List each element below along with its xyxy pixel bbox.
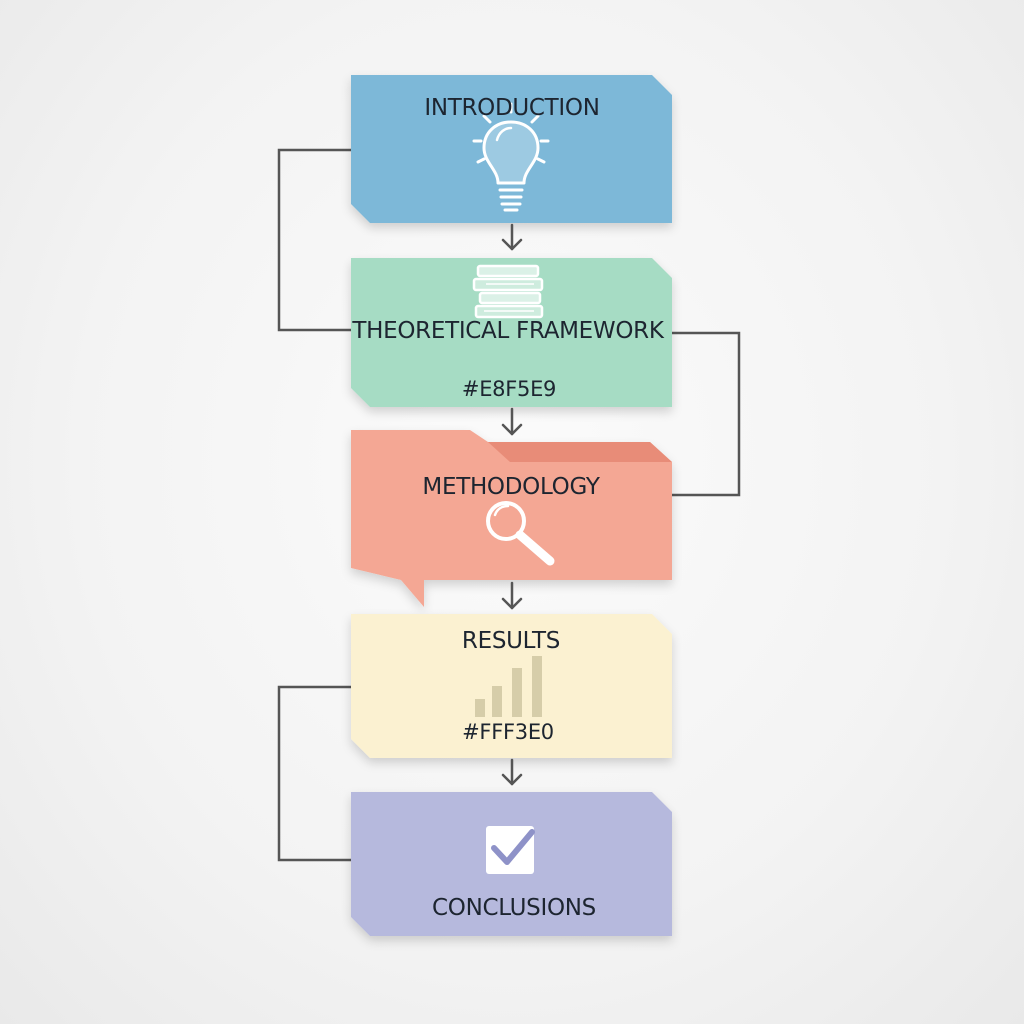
step-shape-methodology [351,430,672,607]
step-box-methodology [351,430,672,607]
step-label-results: RESULTS [461,628,561,654]
connector-framework-methodology [672,331,741,497]
connector-intro-framework [277,148,352,332]
step-fold-methodology [488,442,672,462]
arrow-down-icon [501,581,523,610]
checkbox-icon [486,826,535,874]
lightbulb-icon [472,102,550,212]
step-shape-results [351,614,672,758]
connector-results-conclusions [277,685,352,862]
step-shape-theoretical-framework [351,258,672,407]
arrow-down-icon [501,758,523,786]
color-code-label: #FFF3E0 [462,720,554,744]
step-box-theoretical-framework [351,258,672,407]
magnifier-icon [486,501,555,566]
bar-chart-icon [475,656,542,717]
flow-arrows [501,223,523,786]
arrow-down-icon [501,407,523,436]
step-shape-introduction [351,75,672,223]
books-icon [472,264,544,319]
side-connectors [277,148,741,862]
step-label-methodology: METHODOLOGY [422,474,600,500]
step-box-results [351,614,672,758]
step-box-introduction [351,75,672,223]
color-code-label: #E8F5E9 [461,377,557,401]
arrow-down-icon [501,223,523,251]
step-label-conclusions: CONCLUSIONS [432,895,596,921]
step-label-theoretical-framework: THEORETICAL FRAMEWORK [352,318,664,344]
step-label-introduction: INTRODUCTION [424,95,600,121]
